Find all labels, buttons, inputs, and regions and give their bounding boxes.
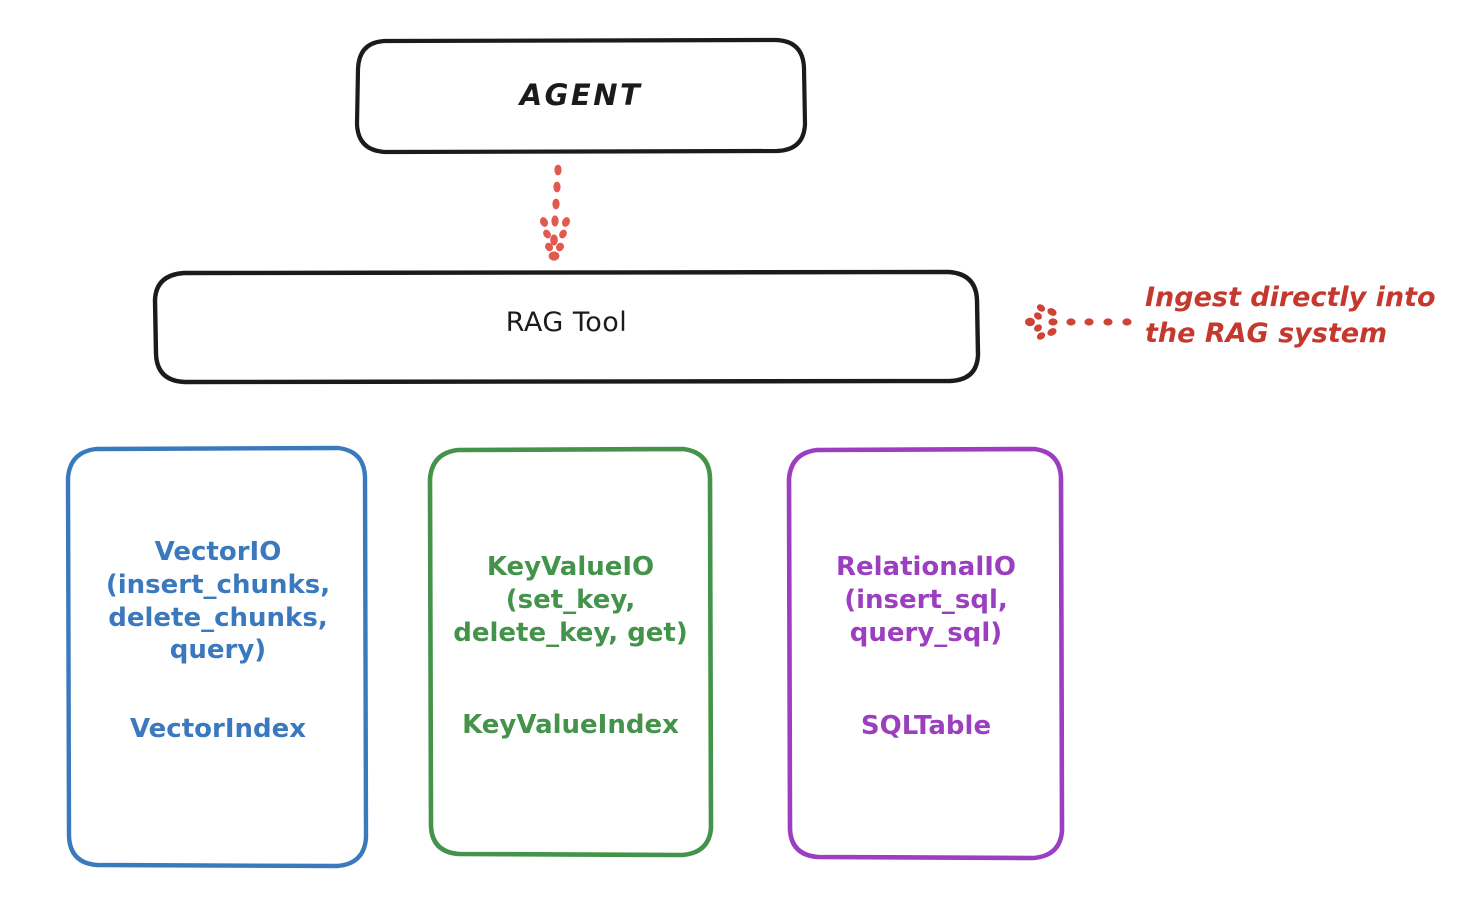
keyvalue-store-box-outline[interactable] xyxy=(427,446,714,858)
rag-tool-box-outline[interactable] xyxy=(152,269,981,385)
agent-to-rag-connector xyxy=(539,164,571,261)
relational-store-box-outline[interactable] xyxy=(786,446,1065,861)
vector-store-box-outline[interactable] xyxy=(65,445,369,869)
ingest-note-connector xyxy=(1025,304,1132,340)
agent-box-outline[interactable] xyxy=(354,37,808,155)
